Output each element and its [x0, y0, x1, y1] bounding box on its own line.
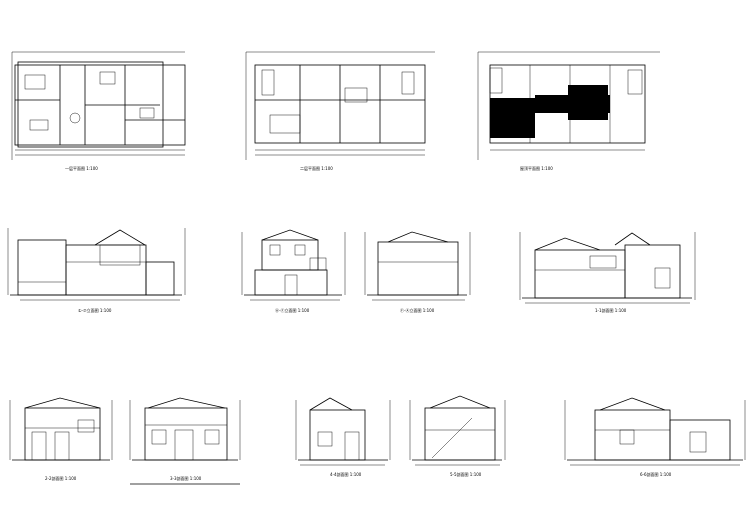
caption-sect-d: 1-1剖面图 1:100 [595, 307, 627, 313]
caption-roof-plan: 屋顶平面图 1:100 [520, 165, 553, 171]
caption-elev-3b: 3-3剖面图 1:100 [170, 475, 202, 481]
second-floor-plan[interactable]: 二层平面图 1:100 [245, 51, 435, 171]
section-3d[interactable]: 5-5剖面图 1:100 [409, 395, 506, 477]
caption-elev-a: ①-⑦立面图 1:100 [78, 307, 112, 313]
caption-sect-3d: 5-5剖面图 1:100 [450, 471, 482, 477]
caption-first-floor: 一层平面图 1:100 [65, 165, 98, 171]
caption-sect-3c: 4-4剖面图 1:100 [330, 471, 362, 477]
section-d[interactable]: 1-1剖面图 1:100 [519, 232, 696, 313]
elevation-3b[interactable]: 3-3剖面图 1:100 [129, 397, 241, 485]
elevation-b[interactable]: Ⓐ-Ⓕ立面图 1:100 [241, 229, 346, 313]
section-3e[interactable]: 6-6剖面图 1:100 [564, 397, 746, 477]
roof-plan[interactable]: 屋顶平面图 1:100 [477, 51, 660, 171]
first-floor-plan[interactable]: 一层平面图 1:100 [11, 51, 186, 171]
caption-sect-3e: 6-6剖面图 1:100 [640, 471, 672, 477]
elevation-c[interactable]: Ⓕ-Ⓐ立面图 1:100 [364, 231, 471, 313]
elevation-3a[interactable]: 2-2剖面图 1:100 [9, 397, 113, 481]
caption-elev-3a: 2-2剖面图 1:100 [45, 475, 77, 481]
section-3c[interactable]: 4-4剖面图 1:100 [295, 397, 391, 477]
elevation-a[interactable]: ①-⑦立面图 1:100 [7, 228, 186, 313]
caption-second-floor: 二层平面图 1:100 [300, 165, 333, 171]
caption-elev-b: Ⓐ-Ⓕ立面图 1:100 [275, 307, 310, 313]
caption-elev-c: Ⓕ-Ⓐ立面图 1:100 [400, 307, 435, 313]
